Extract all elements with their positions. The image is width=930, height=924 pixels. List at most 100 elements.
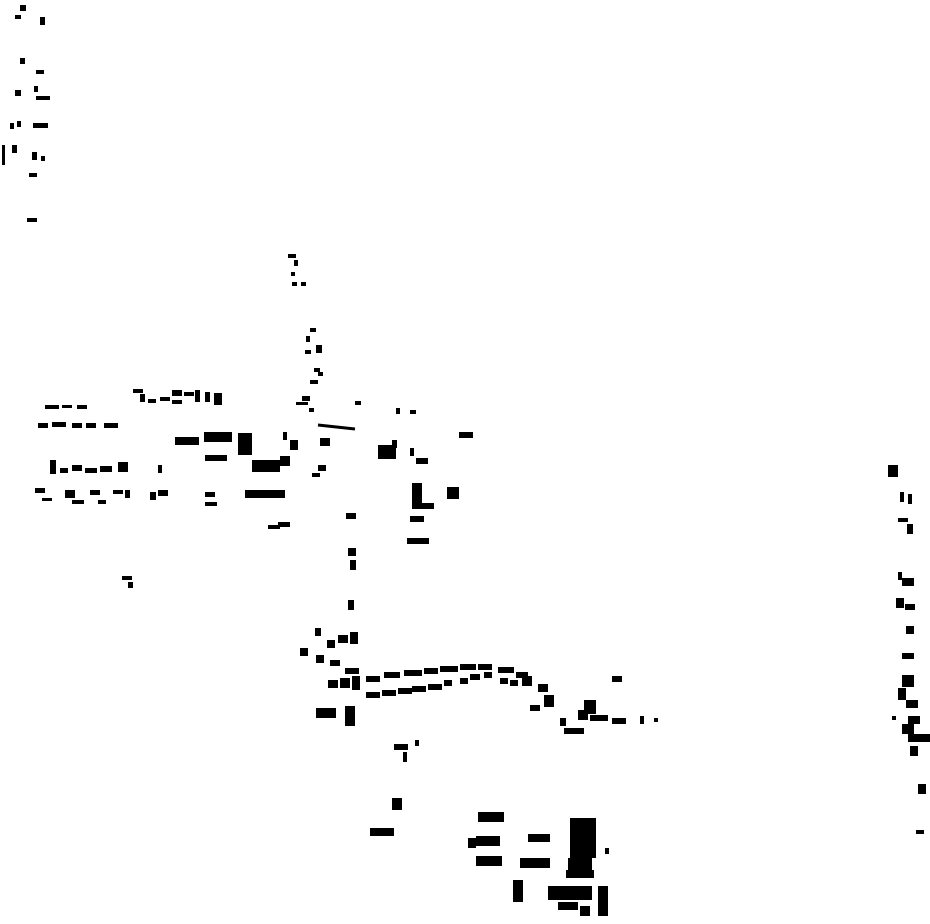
building [17, 121, 21, 127]
building [538, 684, 548, 692]
building [906, 700, 918, 708]
building [15, 15, 21, 19]
building [528, 834, 550, 842]
building [72, 423, 82, 428]
building [348, 600, 354, 610]
building [516, 672, 528, 678]
building [384, 672, 400, 678]
building [245, 490, 285, 498]
building [560, 718, 566, 726]
building [412, 503, 434, 509]
building [892, 716, 896, 720]
building [350, 560, 356, 570]
building [148, 399, 156, 403]
building [205, 502, 217, 506]
building [140, 394, 145, 402]
building [346, 513, 356, 519]
building [184, 392, 194, 396]
building [564, 728, 584, 734]
building [86, 423, 96, 428]
building [133, 389, 143, 393]
building [355, 401, 361, 405]
building [118, 462, 128, 472]
building [888, 465, 898, 477]
building [90, 490, 100, 495]
building [918, 784, 926, 794]
building [900, 492, 904, 502]
building [2, 145, 5, 165]
building [590, 715, 608, 721]
building [328, 680, 338, 688]
building [428, 684, 442, 690]
building [310, 328, 316, 332]
building [394, 744, 408, 750]
building [366, 692, 380, 698]
building [238, 433, 252, 455]
building [41, 156, 45, 161]
building [98, 500, 106, 504]
building [172, 390, 182, 396]
building [20, 58, 25, 64]
building [318, 465, 326, 471]
building [460, 678, 468, 684]
building [478, 812, 504, 822]
building [412, 483, 422, 507]
building [522, 676, 532, 686]
building [916, 830, 924, 834]
building [410, 448, 414, 456]
building [440, 666, 458, 672]
building [898, 572, 902, 580]
building [612, 676, 622, 682]
building [122, 576, 132, 580]
building [498, 667, 514, 673]
building [378, 445, 396, 459]
building [312, 473, 320, 477]
building [520, 858, 550, 868]
building [205, 455, 227, 461]
building [896, 598, 904, 608]
building [484, 672, 492, 678]
building [570, 818, 596, 858]
building [330, 660, 340, 666]
building [100, 466, 112, 472]
building [578, 710, 588, 720]
building [460, 664, 476, 670]
building [52, 422, 66, 427]
building [32, 152, 37, 160]
building [42, 498, 52, 501]
building [902, 653, 914, 659]
building [34, 86, 38, 92]
building [35, 488, 45, 493]
building [412, 686, 426, 692]
building [10, 123, 14, 129]
building [908, 716, 920, 724]
building [612, 718, 626, 724]
building [908, 494, 912, 504]
building [27, 218, 37, 222]
building [72, 465, 82, 471]
building [345, 668, 359, 674]
building [158, 465, 162, 473]
building [910, 746, 918, 756]
building [280, 456, 290, 466]
building [38, 423, 48, 428]
building [104, 423, 118, 428]
building [513, 880, 523, 902]
building [500, 678, 508, 684]
building [77, 405, 87, 409]
building [403, 752, 407, 762]
building [898, 688, 906, 700]
building [404, 670, 422, 676]
building [316, 708, 336, 718]
building [36, 96, 50, 100]
building [290, 440, 298, 450]
building [905, 604, 915, 610]
building [72, 500, 84, 504]
building [605, 848, 609, 854]
buildings-layer [2, 5, 930, 916]
building [309, 408, 314, 412]
building [598, 886, 608, 916]
building [468, 838, 476, 848]
